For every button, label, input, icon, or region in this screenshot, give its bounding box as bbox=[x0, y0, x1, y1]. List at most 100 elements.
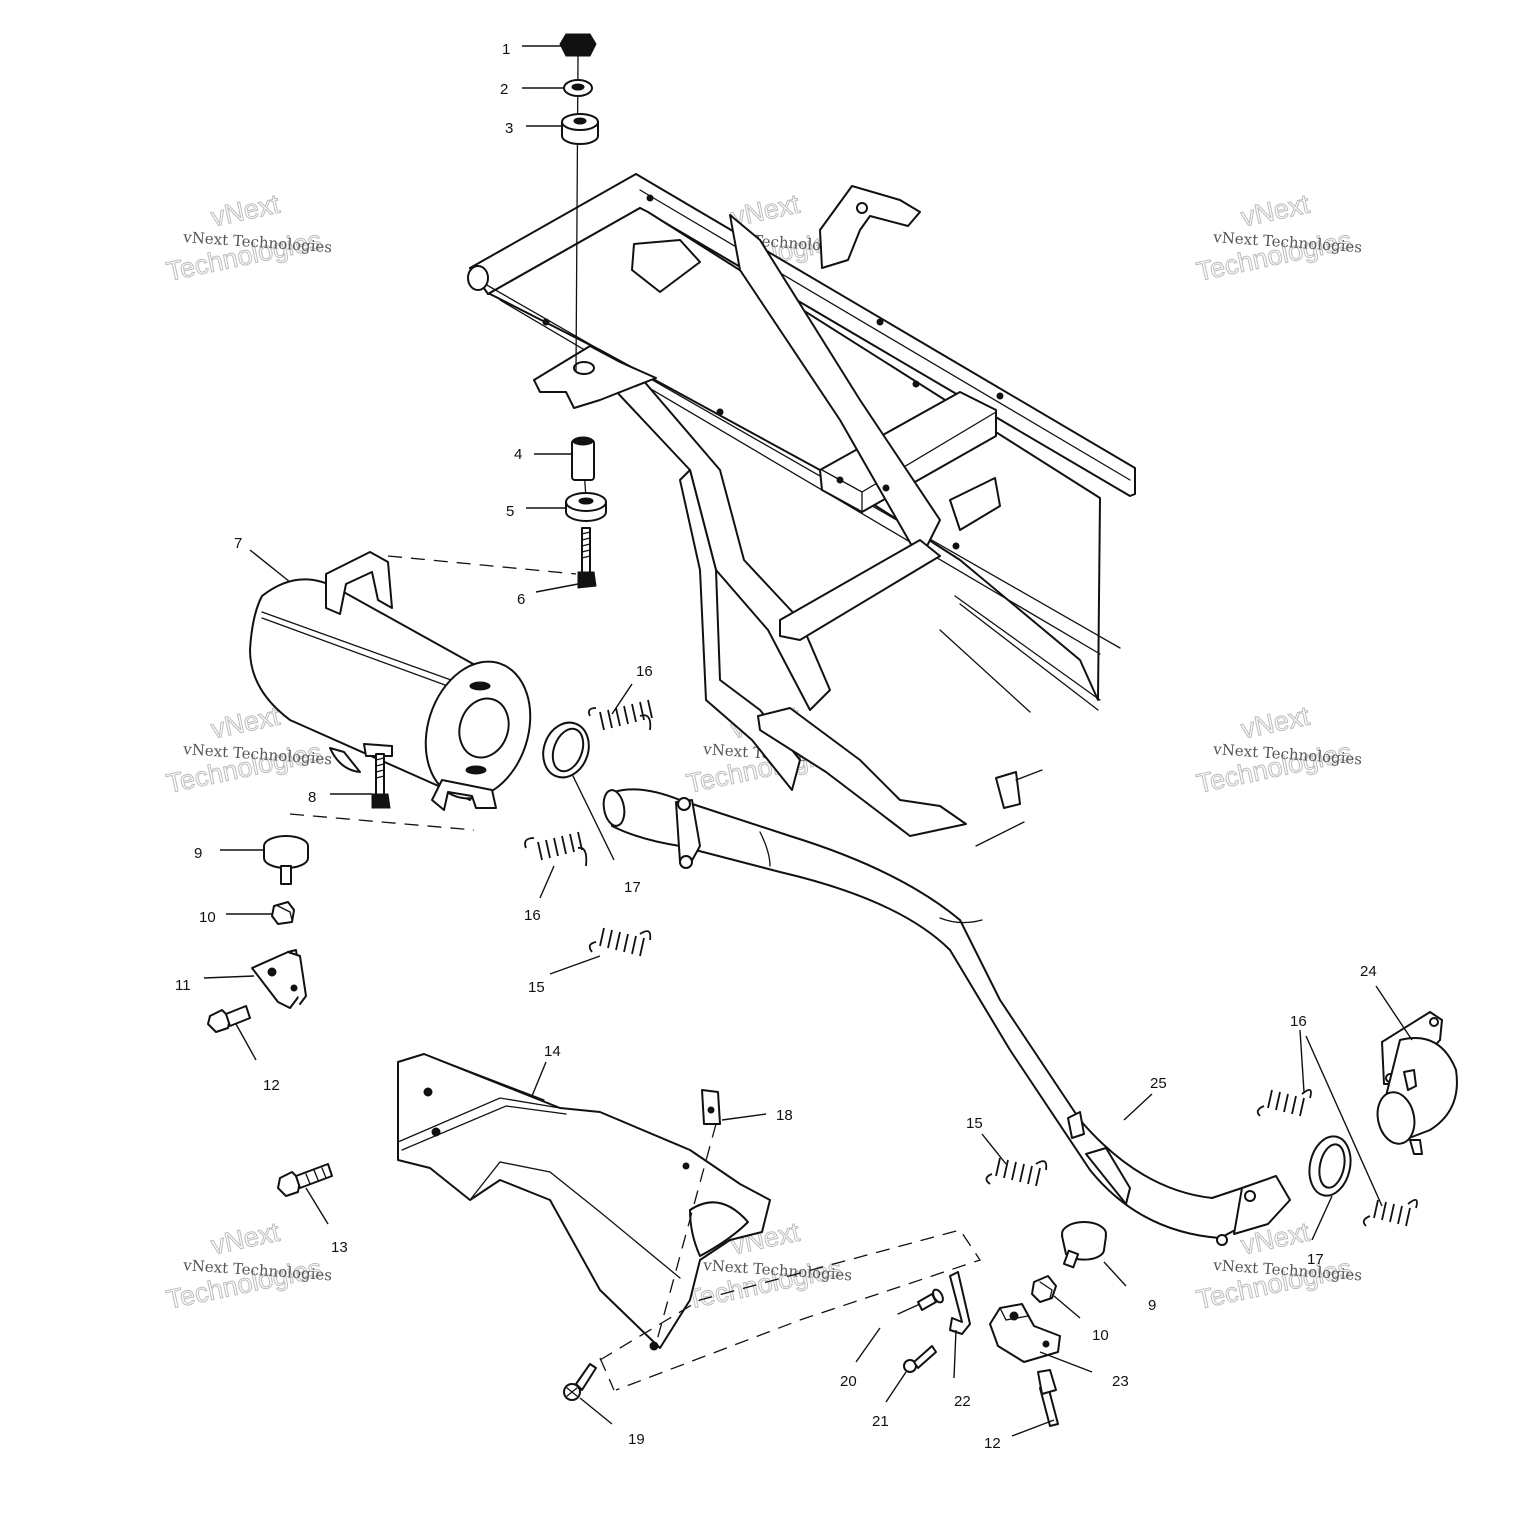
frame-lower-bracket bbox=[757, 707, 967, 837]
leader-line bbox=[535, 583, 579, 593]
manifold-outlet bbox=[1376, 1091, 1416, 1145]
exhaust-pipe-spring-hook bbox=[679, 855, 693, 869]
hex-nut bbox=[1031, 1275, 1057, 1303]
frame-floor-bar bbox=[949, 477, 1001, 531]
callout-label: 8 bbox=[308, 789, 316, 806]
leader-line bbox=[305, 1187, 329, 1225]
bolt-part-12b bbox=[1037, 1369, 1059, 1427]
muffler-slot bbox=[465, 765, 487, 775]
frame-rivet bbox=[876, 318, 884, 326]
callout-label: 5 bbox=[506, 503, 514, 520]
heat-shield-hole bbox=[649, 1341, 659, 1351]
screw-part-21 bbox=[903, 1345, 937, 1373]
bolt-part-12a bbox=[207, 1005, 251, 1033]
grommet-part-3 bbox=[561, 113, 599, 145]
dashed-line bbox=[289, 813, 475, 831]
frame-rivets bbox=[542, 194, 1004, 550]
frame-rivet bbox=[836, 476, 844, 484]
spacer-tube bbox=[571, 439, 595, 481]
clip-hole bbox=[707, 1106, 715, 1114]
spring-coil bbox=[587, 699, 653, 731]
heat-shield-crease bbox=[423, 1053, 545, 1101]
callout-label: 12 bbox=[984, 1435, 1001, 1452]
frame-rail-edge bbox=[477, 279, 1121, 649]
callout-label: 7 bbox=[234, 535, 242, 552]
frame-hole bbox=[856, 202, 868, 214]
screw-part-19 bbox=[563, 1363, 597, 1401]
nut-part-10b bbox=[1031, 1275, 1057, 1303]
frame-rivet bbox=[716, 408, 724, 416]
frame-small-tab bbox=[995, 771, 1021, 809]
leader-line bbox=[721, 1113, 767, 1121]
manifold-flange-hole bbox=[1429, 1017, 1439, 1027]
leader-line bbox=[953, 1329, 957, 1379]
frame-rivet bbox=[646, 194, 654, 202]
callout-label: 10 bbox=[1092, 1327, 1109, 1344]
callout-label: 20 bbox=[840, 1373, 857, 1390]
screw-part-13 bbox=[277, 1163, 333, 1197]
rivet-part-20 bbox=[897, 1288, 944, 1315]
callout-label: 25 bbox=[1150, 1075, 1167, 1092]
heat-shield-part-14 bbox=[397, 1053, 771, 1351]
vehicle-frame bbox=[467, 173, 1136, 847]
spring-coil bbox=[524, 831, 588, 867]
callout-label: 3 bbox=[505, 120, 513, 137]
bumper-body bbox=[263, 845, 309, 869]
heat-shield-crease bbox=[469, 1161, 681, 1279]
frame-down-tube-front bbox=[679, 469, 801, 791]
leader-line bbox=[1039, 1351, 1093, 1373]
callout-label: 23 bbox=[1112, 1373, 1129, 1390]
hex-nut-face bbox=[277, 905, 293, 921]
mount-bracket-hole bbox=[290, 984, 298, 992]
callout-label: 22 bbox=[954, 1393, 971, 1410]
spacer-part-4 bbox=[571, 436, 595, 481]
callout-label: 13 bbox=[331, 1239, 348, 1256]
leader-line bbox=[1053, 1295, 1081, 1319]
muffler-outlet bbox=[458, 697, 510, 759]
heat-shield-hole bbox=[423, 1087, 433, 1097]
callout-label: 16 bbox=[1290, 1013, 1307, 1030]
screw-shank bbox=[913, 1345, 937, 1369]
mount-bracket-hole bbox=[1042, 1340, 1050, 1348]
frame-mount-hole bbox=[573, 361, 595, 375]
leader-line bbox=[1011, 1419, 1055, 1437]
seal-ring-inner bbox=[551, 727, 585, 773]
callout-numbers: 1 2 3 4 5 6 7 8 9 10 11 12 13 14 15 16 1… bbox=[175, 41, 1377, 1452]
exhaust-pipe-joint bbox=[939, 917, 983, 924]
callout-label: 9 bbox=[1148, 1297, 1156, 1314]
frame-tube-end bbox=[467, 265, 489, 291]
bracket-part-23 bbox=[989, 1303, 1061, 1363]
heat-shield-hole bbox=[682, 1162, 690, 1170]
mount-bracket-flange bbox=[287, 951, 307, 1005]
washer-part-2 bbox=[563, 79, 593, 97]
heat-shield-crease bbox=[397, 1097, 561, 1143]
dashed-line bbox=[599, 1229, 982, 1391]
leader-line bbox=[1103, 1261, 1127, 1287]
callout-label: 24 bbox=[1360, 963, 1377, 980]
exhaust-pipe-joint bbox=[759, 831, 771, 867]
screw-head bbox=[277, 1171, 301, 1197]
leader-line bbox=[579, 1397, 613, 1425]
bumper-stud bbox=[280, 865, 292, 885]
callout-label: 12 bbox=[263, 1077, 280, 1094]
bolt-head bbox=[371, 793, 391, 809]
mount-bracket-edge bbox=[999, 1307, 1029, 1321]
rivet-body bbox=[917, 1293, 937, 1311]
callout-label: 15 bbox=[528, 979, 545, 996]
frame-floor-bar bbox=[779, 539, 941, 641]
bolt-head bbox=[577, 571, 597, 589]
watermark-text: vNext bbox=[208, 1217, 282, 1261]
frame-tab-line bbox=[1015, 769, 1043, 781]
bolt-thread bbox=[375, 757, 385, 779]
leader-line bbox=[203, 975, 255, 979]
washer-hole bbox=[571, 83, 585, 91]
mount-bracket-hole bbox=[1009, 1311, 1019, 1321]
callout-label: 9 bbox=[194, 845, 202, 862]
muffler-stud-pad bbox=[363, 743, 393, 757]
bolt-part-8 bbox=[371, 753, 391, 809]
frame-plate-bracket bbox=[631, 239, 701, 293]
clip-part-22 bbox=[949, 1271, 971, 1335]
grommet-part-5 bbox=[565, 492, 607, 522]
leader-line bbox=[539, 865, 555, 899]
